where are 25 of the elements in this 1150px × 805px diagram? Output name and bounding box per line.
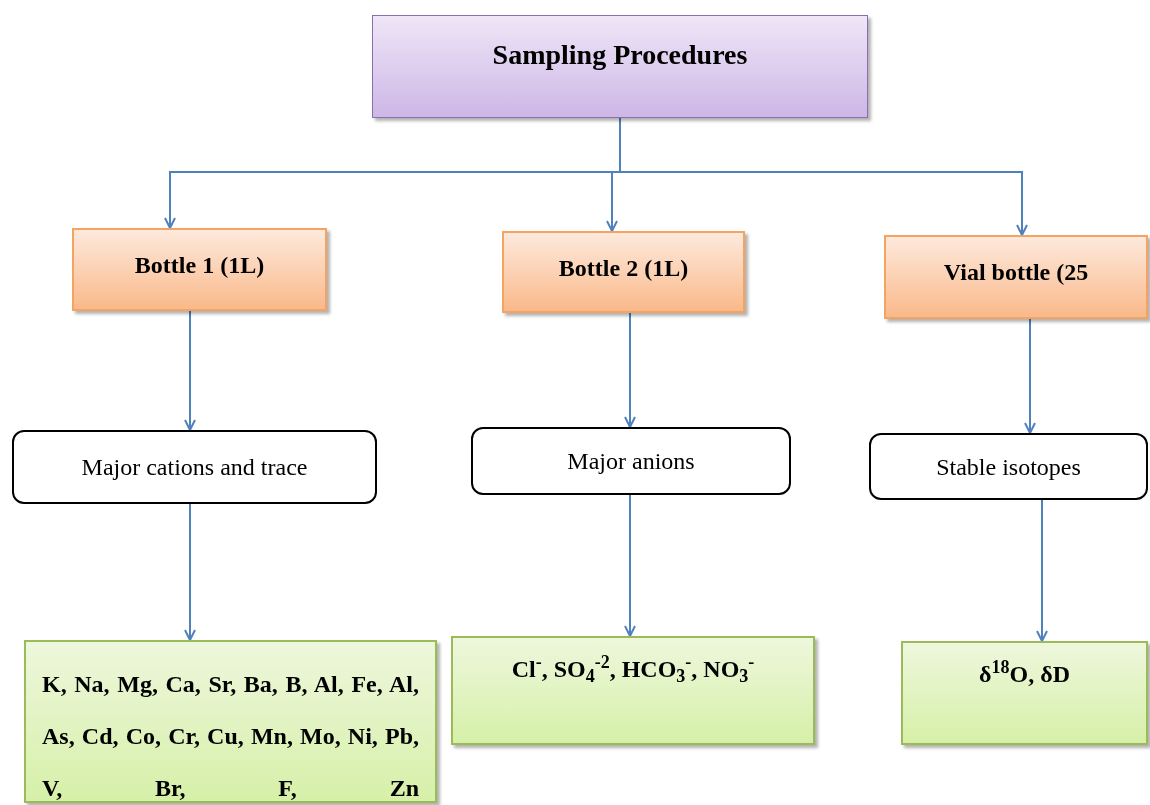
arrow — [184, 310, 196, 431]
parameter-box — [901, 641, 1148, 745]
bottle-box — [72, 228, 327, 311]
parameter-box — [24, 640, 437, 803]
bottle-box — [502, 231, 745, 313]
box-text: Major cations and trace — [81, 453, 308, 482]
box-text: K, Na, Mg, Ca, Sr, Ba, B, Al, Fe, Al, As, Cd, Co, Cr, Cu, Mn, Mo, Ni, Pb, V, Br, F, Zn — [42, 670, 419, 803]
arrow — [1024, 318, 1036, 434]
arrow — [624, 312, 636, 428]
box-text: Sampling Procedures — [492, 38, 748, 72]
arrow — [1036, 499, 1048, 642]
box-text: Major anions — [567, 447, 695, 476]
category-box — [12, 430, 377, 504]
arrow — [624, 494, 636, 637]
box-text: δ$^{18}$O, δD — [979, 659, 1070, 689]
category-box — [471, 427, 791, 495]
box-text: Bottle 1 (1L) — [134, 251, 265, 280]
parameter-box — [451, 636, 815, 745]
box-text: Bottle 2 (1L) — [558, 254, 689, 283]
box-text: Vial bottle (25 — [943, 258, 1089, 287]
title-box — [372, 15, 868, 118]
box-text: Stable isotopes — [936, 452, 1081, 482]
arrow — [184, 503, 196, 641]
bottle-box — [884, 235, 1148, 319]
category-box — [869, 433, 1148, 500]
